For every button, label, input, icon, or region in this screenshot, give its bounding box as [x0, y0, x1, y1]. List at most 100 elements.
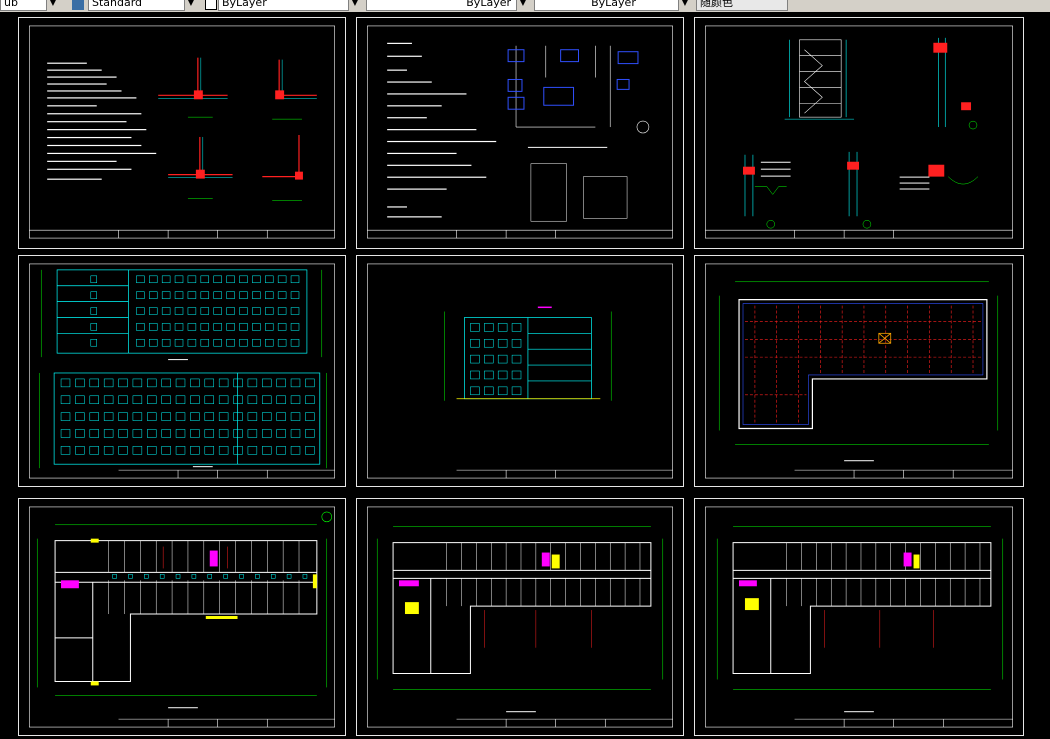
plot-style-dropdown[interactable]: 随颜色: [696, 0, 788, 11]
drawing-mark: [233, 412, 243, 421]
drawing-mark: [484, 370, 494, 380]
drawing-mark: [290, 307, 300, 315]
drawing-mark: [118, 446, 128, 455]
drawing-mark: [511, 339, 522, 348]
drawing-mark: [290, 446, 301, 455]
drawing-mark: [128, 574, 133, 579]
drawing-mark: [302, 574, 308, 579]
drawing-canvas[interactable]: [0, 12, 1050, 739]
drawing-mark: [204, 378, 214, 388]
chevron-down-icon[interactable]: ▼: [516, 0, 529, 11]
drawing-mark: [239, 275, 248, 284]
drawing-mark: [89, 378, 99, 388]
drawing-mark: [276, 412, 286, 421]
drawing-mark: [75, 429, 85, 438]
sheet-elevations[interactable]: [18, 255, 346, 487]
drawing-mark: [136, 275, 145, 284]
drawing-mark: [511, 386, 522, 396]
chevron-down-icon[interactable]: ▼: [184, 0, 197, 11]
drawing-mark: [255, 574, 260, 579]
sheet-design-notes[interactable]: [356, 17, 684, 249]
lineweight-dropdown[interactable]: ByLayer: [534, 0, 690, 11]
drawing-mark: [149, 323, 158, 331]
drawing-mark: [252, 291, 261, 299]
drawing-mark: [75, 378, 85, 388]
drawing-mark: [175, 378, 186, 388]
drawing-mark: [174, 307, 184, 315]
sheet-structural-details[interactable]: [18, 17, 346, 249]
drawing-mark: [149, 307, 158, 315]
drawing-mark: [149, 339, 158, 347]
drawing-mark: [89, 429, 99, 438]
drawing-mark: [277, 291, 287, 299]
side-elevation-drawing: [367, 263, 673, 479]
drawing-mark: [149, 275, 158, 284]
sheet-top-floor-plan[interactable]: [694, 498, 1024, 736]
linetype-dropdown[interactable]: ByLayer: [366, 0, 528, 11]
text-style-icon: [72, 0, 84, 10]
drawing-mark: [290, 339, 300, 347]
drawing-mark: [470, 323, 480, 332]
drawing-mark: [233, 446, 243, 455]
drawing-mark: [277, 307, 287, 315]
drawing-mark: [226, 291, 235, 299]
drawing-mark: [265, 275, 274, 284]
drawing-mark: [239, 339, 248, 347]
drawing-mark: [277, 275, 287, 284]
chevron-down-icon[interactable]: ▼: [348, 0, 361, 11]
drawing-mark: [276, 446, 286, 455]
layer-dropdown[interactable]: ByLayer: [218, 0, 360, 11]
drawing-mark: [161, 412, 171, 421]
drawing-mark: [161, 323, 171, 331]
drawing-mark: [511, 323, 522, 332]
drawing-mark: [218, 429, 229, 438]
drawing-mark: [187, 275, 197, 284]
drawing-mark: [147, 378, 157, 388]
partial-dropdown-value: ub: [4, 0, 18, 9]
sheet-typical-floor-plan[interactable]: [356, 498, 684, 736]
drawing-mark: [286, 574, 292, 579]
drawing-mark: [262, 446, 272, 455]
drawing-mark: [103, 429, 114, 438]
chevron-down-icon[interactable]: ▼: [46, 0, 59, 11]
drawing-mark: [187, 291, 197, 299]
drawing-mark: [149, 291, 158, 299]
chevron-down-icon[interactable]: ▼: [678, 0, 691, 11]
drawing-mark: [252, 339, 261, 347]
typical-floor-plan-drawing: [366, 506, 674, 728]
drawing-mark: [89, 412, 99, 421]
drawing-mark: [187, 307, 197, 315]
roof-plan-drawing: [705, 263, 1013, 479]
drawing-mark: [136, 323, 145, 331]
drawing-mark: [305, 395, 315, 404]
drawing-mark: [277, 339, 287, 347]
drawing-mark: [136, 291, 145, 299]
plot-style-value: 随颜色: [700, 0, 733, 9]
drawing-mark: [174, 275, 184, 284]
drawing-mark: [218, 446, 229, 455]
drawing-mark: [213, 339, 222, 347]
drawing-mark: [247, 395, 258, 404]
drawing-mark: [159, 574, 165, 579]
drawing-mark: [90, 275, 97, 284]
sheet-wall-sections[interactable]: [694, 17, 1024, 249]
drawing-mark: [175, 412, 186, 421]
drawing-mark: [90, 323, 97, 331]
drawing-mark: [144, 574, 149, 579]
sheet-side-elevation[interactable]: [356, 255, 684, 487]
drawing-mark: [290, 412, 301, 421]
drawing-mark: [187, 323, 197, 331]
drawing-mark: [161, 307, 171, 315]
drawing-mark: [175, 446, 186, 455]
drawing-mark: [161, 339, 171, 347]
drawing-mark: [226, 339, 235, 347]
sheet-roof-plan[interactable]: [694, 255, 1024, 487]
sheet-ground-floor-plan[interactable]: [18, 498, 346, 736]
text-style-dropdown[interactable]: Standard: [88, 0, 196, 11]
wall-sections-drawing: [705, 25, 1013, 239]
drawing-mark: [207, 574, 212, 579]
drawing-mark: [200, 275, 210, 284]
drawing-mark: [290, 323, 300, 331]
drawing-mark: [223, 574, 228, 579]
drawing-mark: [75, 446, 85, 455]
